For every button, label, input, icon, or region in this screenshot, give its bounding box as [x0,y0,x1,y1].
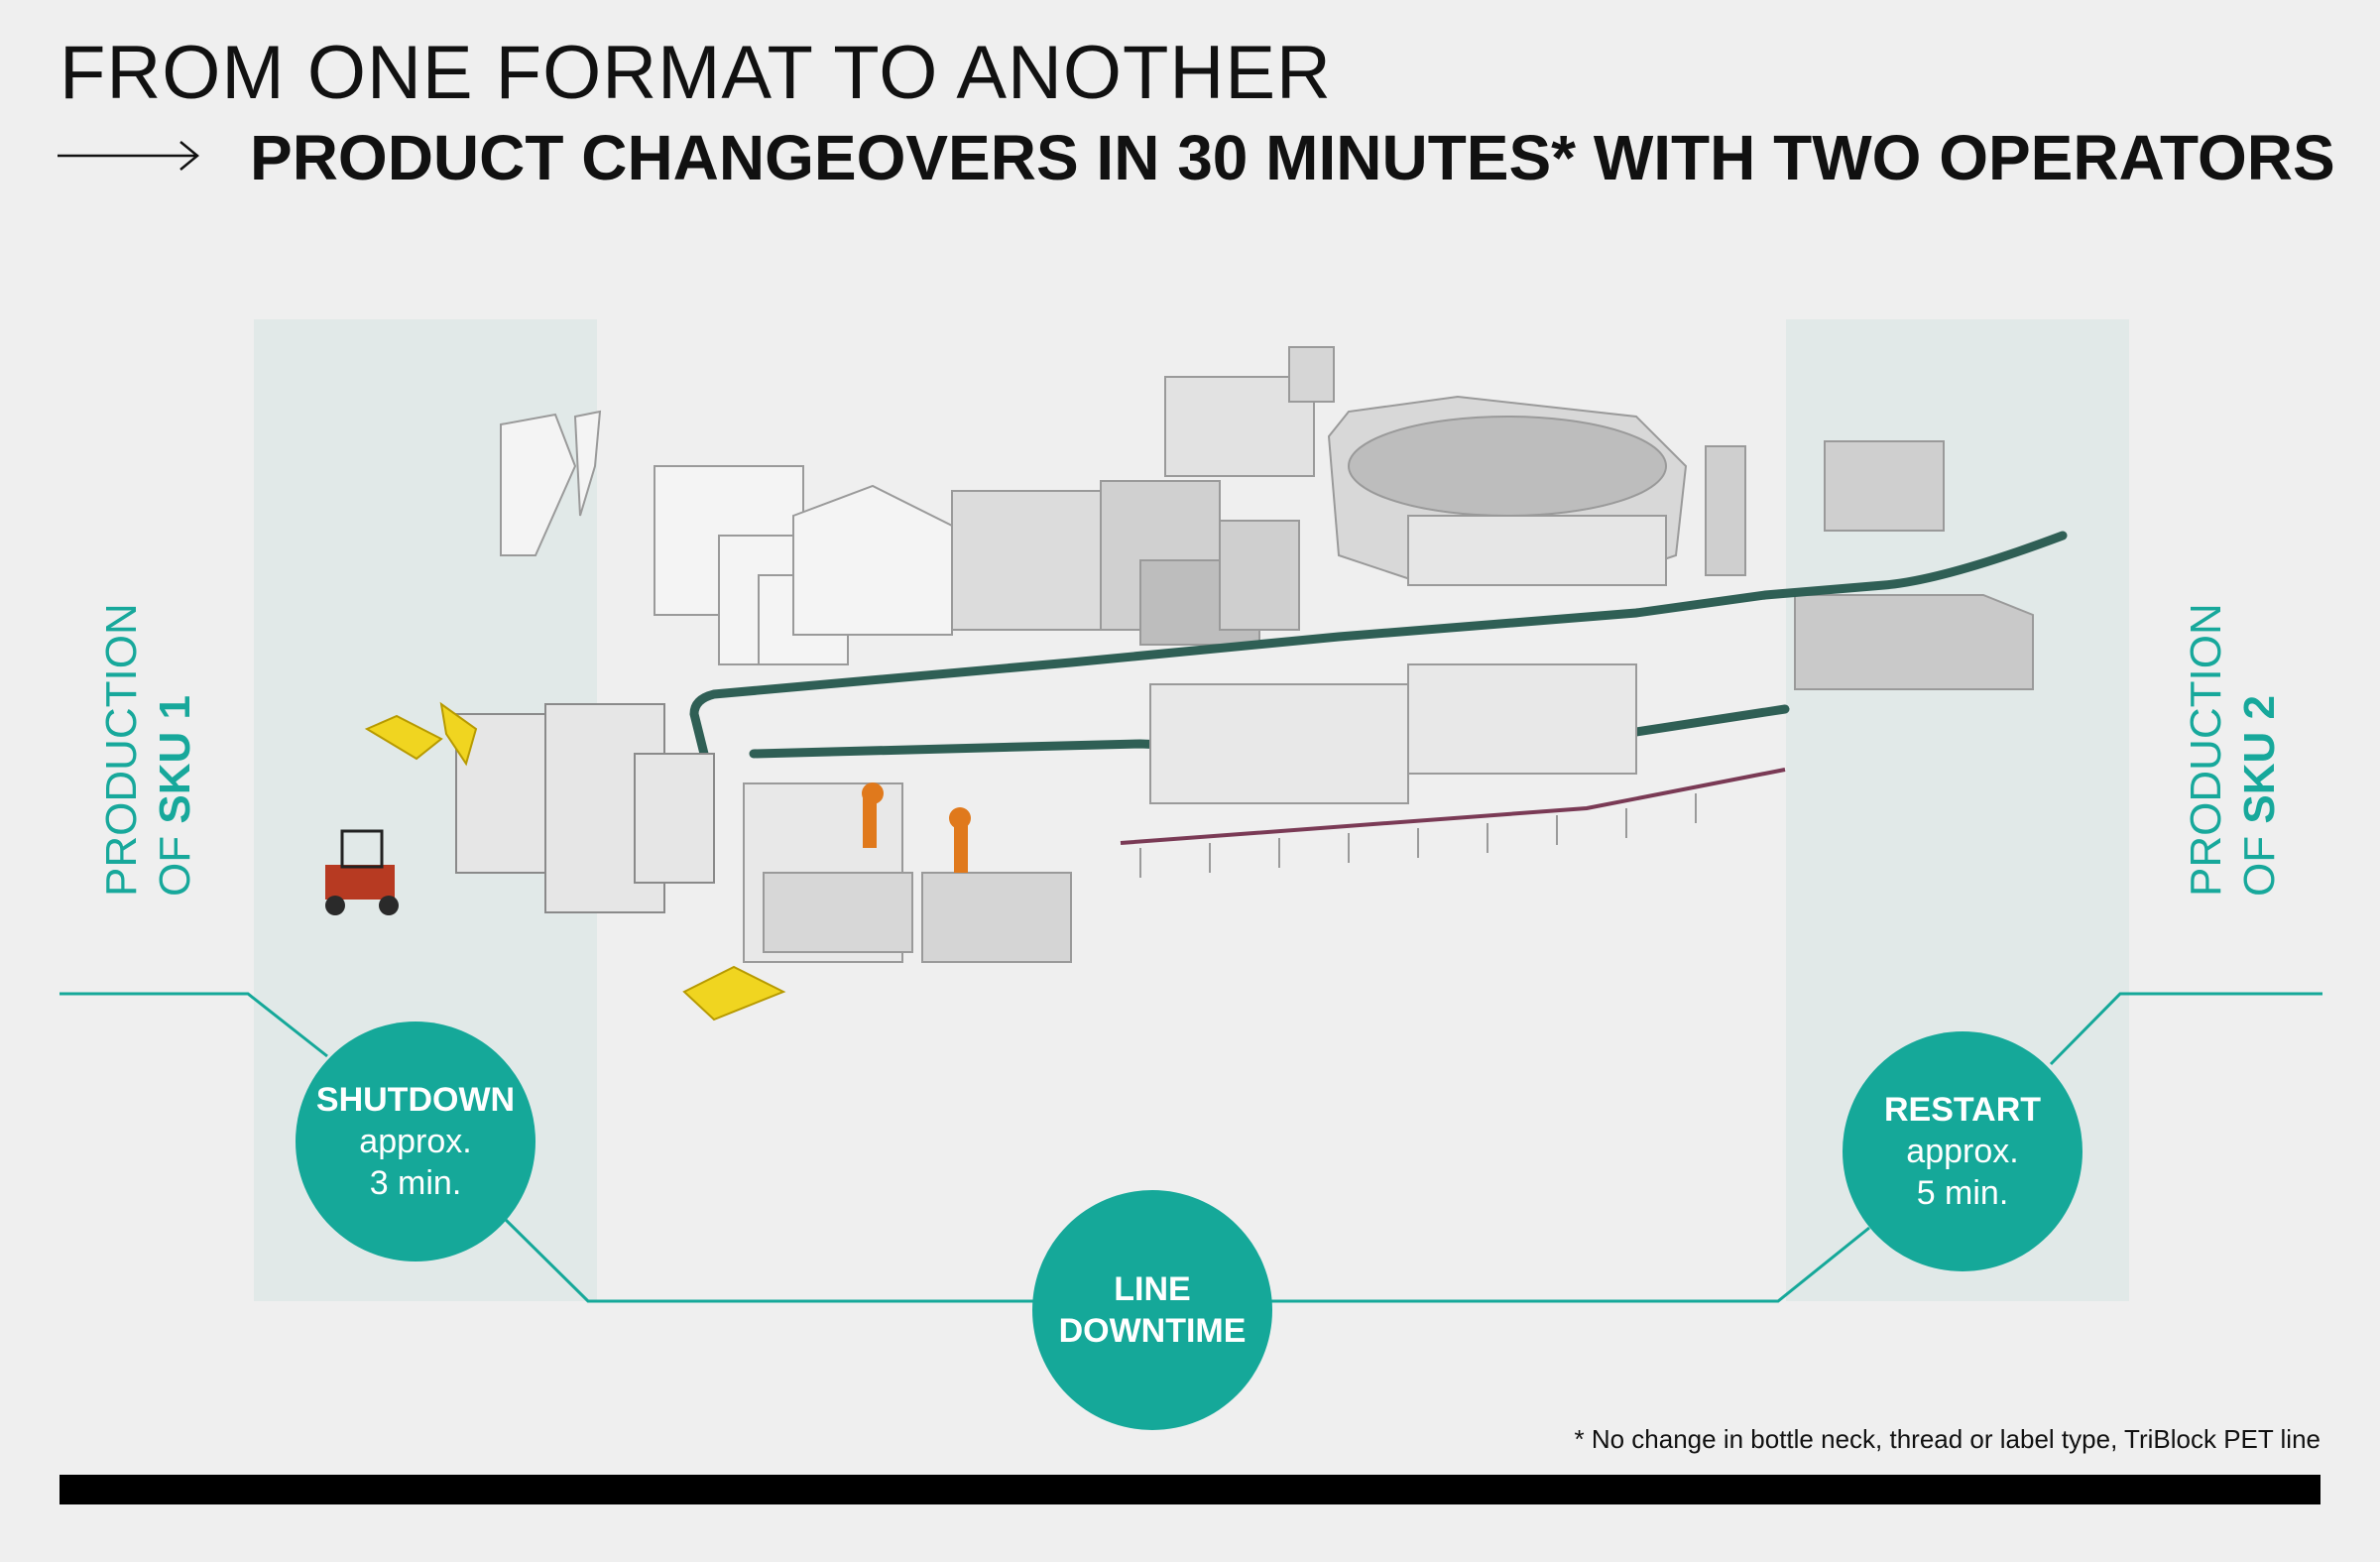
title-line-1: FROM ONE FORMAT TO ANOTHER [60,31,1332,115]
restart-approx: approx. [1906,1133,2019,1170]
arrow-right-icon [58,141,199,171]
bottom-bar [60,1475,2320,1504]
production-line-illustration [325,346,2068,1021]
footnote: * No change in bottle neck, thread or la… [1574,1424,2321,1454]
line-downtime-step: LINE DOWNTIME [1032,1190,1272,1430]
title-line-2: PRODUCT CHANGEOVERS IN 30 MINUTES* WITH … [250,122,2335,193]
shutdown-approx: approx. [359,1123,472,1160]
restart-duration: 5 min. [1916,1174,2009,1212]
restart-step: RESTART approx. 5 min. [1843,1031,2082,1271]
downtime-title-line2: DOWNTIME [1058,1312,1247,1350]
shutdown-title: SHUTDOWN [315,1081,516,1119]
restart-title: RESTART [1883,1091,2042,1129]
shutdown-duration: 3 min. [369,1164,462,1202]
shutdown-step: SHUTDOWN approx. 3 min. [296,1021,536,1262]
downtime-title-line1: LINE [1114,1270,1191,1308]
